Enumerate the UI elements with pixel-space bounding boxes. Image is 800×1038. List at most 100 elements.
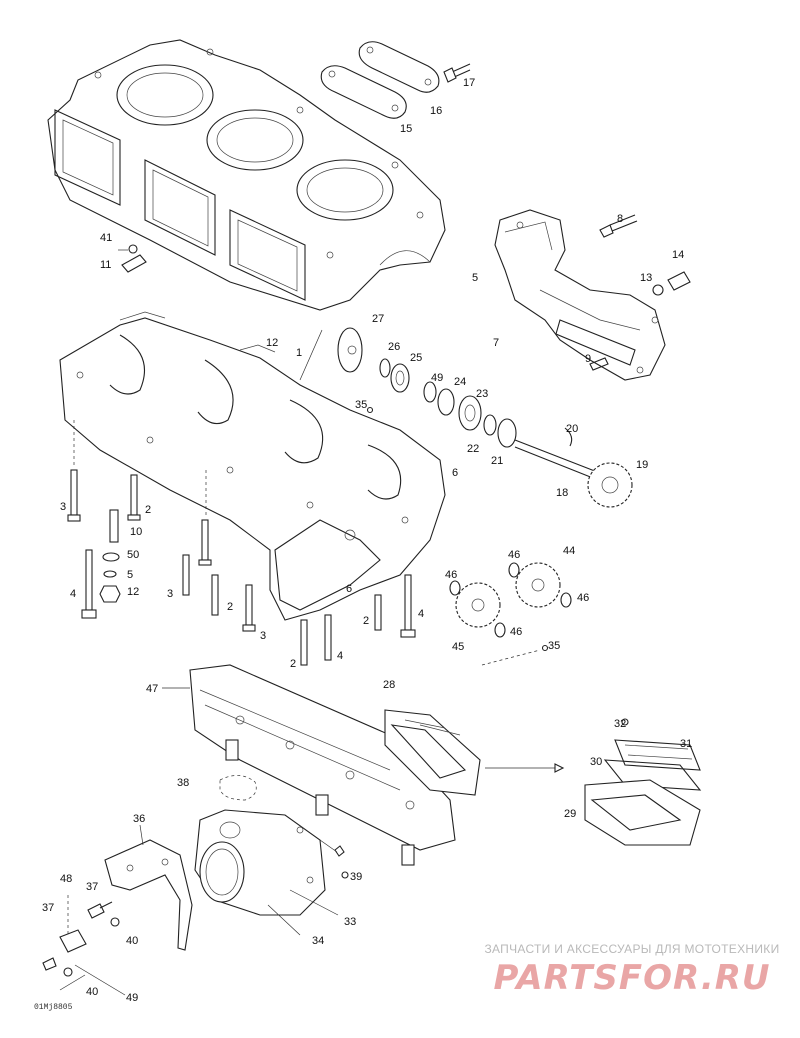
bearing-21 — [497, 418, 517, 448]
throttle-bracket — [104, 824, 193, 951]
ring-26 — [379, 358, 391, 378]
shaft-18 — [514, 439, 606, 483]
stud-3a — [67, 469, 81, 522]
label: 24 — [454, 376, 466, 388]
label: 48 — [60, 873, 72, 885]
bolt-4a — [81, 549, 97, 619]
label: 19 — [636, 459, 648, 471]
seal-24 — [437, 388, 455, 416]
label: 31 — [680, 738, 692, 750]
label: 9 — [585, 353, 591, 365]
pump-gears — [449, 562, 572, 666]
label: 29 — [564, 808, 576, 820]
valve-shaft-assembly — [299, 327, 633, 508]
label: 40 — [86, 986, 98, 998]
label: 3 — [260, 630, 266, 642]
label: 2 — [363, 615, 369, 627]
label: 46 — [445, 569, 457, 581]
bearing-23 — [458, 395, 482, 431]
label: 4 — [70, 588, 76, 600]
label: 33 — [344, 916, 356, 928]
label: 14 — [672, 249, 684, 261]
label: 2 — [145, 504, 151, 516]
label: 35 — [355, 399, 367, 411]
label: 20 — [566, 423, 578, 435]
bearing-25 — [390, 363, 410, 393]
label: 17 — [463, 77, 475, 89]
label: 21 — [491, 455, 503, 467]
label: 22 — [467, 443, 479, 455]
reed-valve-exploded — [584, 718, 702, 846]
label: 7 — [493, 337, 499, 349]
label: 28 — [383, 679, 395, 691]
bolt-39 — [319, 839, 349, 879]
watermark-logo: PARTSFOR.RU — [493, 958, 771, 998]
label: 32 — [614, 718, 626, 730]
watermark-caption: ЗАПЧАСТИ И АКСЕССУАРЫ ДЛЯ МОТОТЕХНИКИ — [484, 942, 780, 956]
label: 10 — [130, 526, 142, 538]
gear-44 — [515, 562, 561, 608]
label: 50 — [127, 549, 139, 561]
drawing-code: 01Mj8805 — [34, 1003, 73, 1012]
studs-and-bolts — [67, 420, 416, 666]
label: 25 — [410, 352, 422, 364]
label: 6 — [346, 583, 352, 595]
clip-20 — [564, 427, 573, 447]
gasket-38 — [219, 775, 257, 801]
gear-45 — [455, 582, 501, 628]
nut-12 — [99, 585, 121, 603]
label: 35 — [548, 640, 560, 652]
rotary-valve-housing — [494, 209, 691, 381]
ring-22 — [483, 414, 497, 436]
stud-2b — [211, 574, 219, 616]
label: 18 — [556, 487, 568, 499]
bolt-17 — [443, 63, 471, 83]
part-labels: 17 16 15 8 14 41 5 13 11 27 7 12 26 9 1 … — [42, 77, 692, 1004]
label: 27 — [372, 313, 384, 325]
label: 12 — [266, 337, 278, 349]
washer-5 — [103, 570, 117, 578]
label: 12 — [127, 586, 139, 598]
label: 4 — [418, 608, 424, 620]
stud-3b — [182, 554, 190, 596]
label: 37 — [86, 881, 98, 893]
label: 3 — [60, 501, 66, 513]
label: 15 — [400, 123, 412, 135]
reed-valve-block — [384, 709, 565, 796]
label: 23 — [476, 388, 488, 400]
label: 34 — [312, 935, 324, 947]
label: 46 — [510, 626, 522, 638]
carburetor-adapter — [194, 809, 339, 936]
label: 1 — [296, 347, 302, 359]
label: 2 — [290, 658, 296, 670]
label: 36 — [133, 813, 145, 825]
label: 46 — [577, 592, 589, 604]
label: 5 — [472, 272, 478, 284]
label: 40 — [126, 935, 138, 947]
intake-manifold — [162, 664, 456, 866]
gasket-plates — [320, 41, 440, 119]
label: 49 — [126, 992, 138, 1004]
stud-10 — [109, 509, 119, 543]
upper-crankcase — [47, 39, 446, 311]
clamp-assembly — [42, 895, 126, 996]
label: 26 — [388, 341, 400, 353]
label: 44 — [563, 545, 575, 557]
ring-49 — [423, 381, 437, 403]
label: 45 — [452, 641, 464, 653]
label: 5 — [127, 569, 133, 581]
bolt-4b — [400, 574, 416, 638]
label: 37 — [42, 902, 54, 914]
stud-3c — [242, 584, 256, 632]
fitting-41-11 — [118, 244, 147, 273]
label: 3 — [167, 588, 173, 600]
gear-19 — [587, 462, 633, 508]
stud-2c — [300, 619, 308, 666]
watermark: ЗАПЧАСТИ И АКСЕССУАРЫ ДЛЯ МОТОТЕХНИКИ PA… — [482, 942, 782, 998]
label: 4 — [337, 650, 343, 662]
label: 2 — [227, 601, 233, 613]
label: 8 — [617, 213, 623, 225]
washer-50 — [102, 552, 120, 562]
label: 30 — [590, 756, 602, 768]
